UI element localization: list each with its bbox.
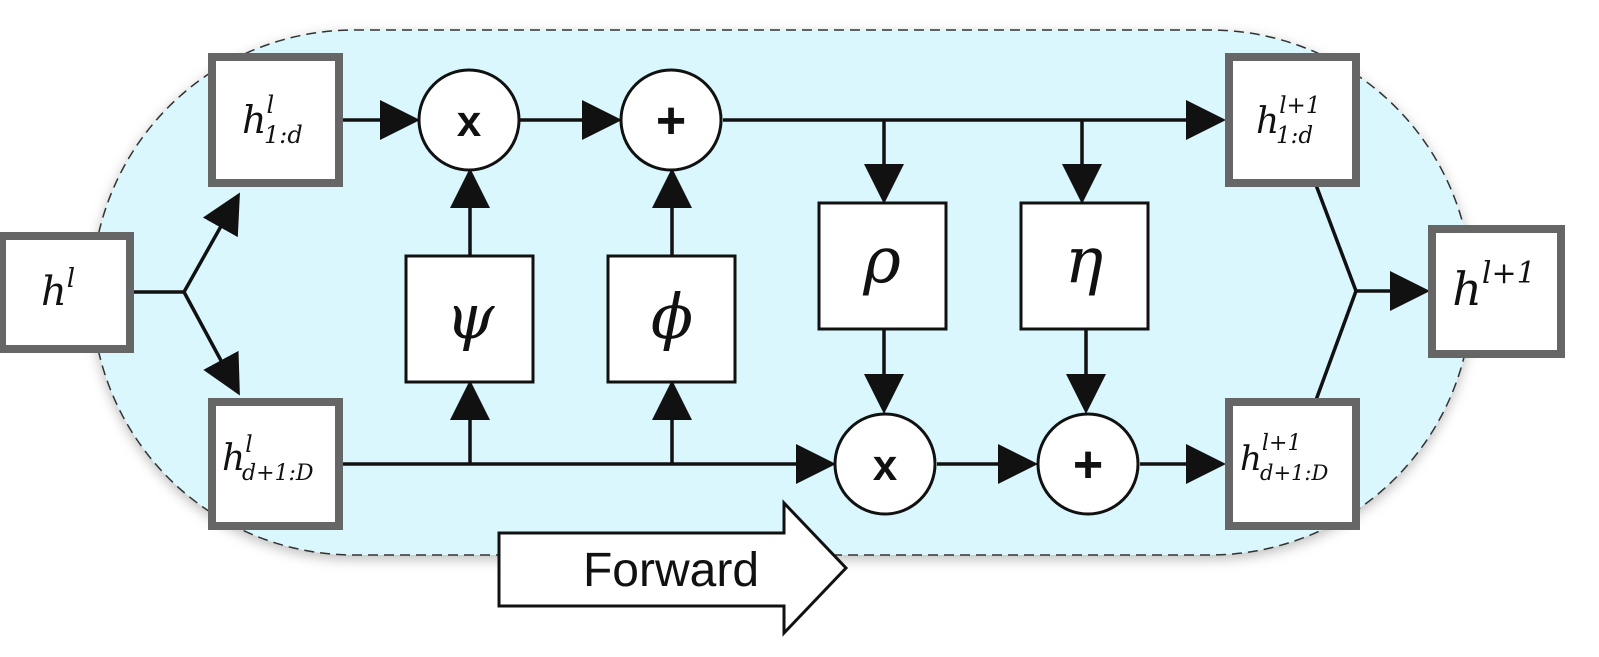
mul-top-label: x xyxy=(457,97,482,146)
wire-merge-top xyxy=(1314,184,1358,292)
arrow-split-top xyxy=(182,192,240,293)
psi-label: ψ xyxy=(446,280,496,353)
h-out-base: h xyxy=(1452,262,1482,316)
node-h-bottom: hl d+1:D xyxy=(208,398,343,530)
phi-label: ϕ xyxy=(651,280,693,353)
node-h-l: hl xyxy=(0,232,134,353)
h-out-top-sub: 1:d xyxy=(1276,123,1313,149)
h-out-top-sup: l+1 xyxy=(1279,93,1320,119)
h-out-top-base: h xyxy=(1256,101,1279,142)
h-bottom-base: h xyxy=(222,438,245,479)
svg-text:hl+1d+1:D: hl+1 d+1:D xyxy=(1240,431,1328,485)
eta-label: η xyxy=(1065,224,1103,298)
h-out-bottom-base: h xyxy=(1240,439,1262,479)
h-out-bottom-sub: d+1:D xyxy=(1260,461,1328,485)
function-rho: ρ xyxy=(817,201,948,331)
forward-label: Forward xyxy=(583,544,759,597)
add-top-label: + xyxy=(656,92,686,150)
svg-text:hl+1: hl+1 xyxy=(1452,256,1535,316)
function-psi: ψ xyxy=(404,254,535,384)
function-phi: ϕ xyxy=(606,254,737,384)
svg-text:hld+1:D: hl d+1:D xyxy=(222,432,314,486)
node-h-out: hl+1 xyxy=(1428,225,1565,358)
operator-add-bottom: + xyxy=(1036,412,1140,516)
operator-mul-top: x xyxy=(417,68,521,172)
operator-add-top: + xyxy=(619,68,723,172)
svg-text:hl: hl xyxy=(41,264,75,315)
add-bottom-label: + xyxy=(1073,436,1103,494)
svg-text:hl1:d: hl1:d xyxy=(242,91,303,149)
forward-arrow: Forward xyxy=(497,499,849,637)
h-bottom-sup: l xyxy=(245,432,252,458)
operator-mul-bottom: x xyxy=(833,412,937,516)
node-h-out-top: hl+1 1:d xyxy=(1225,53,1360,187)
connection-wires xyxy=(134,100,1430,484)
arrow-split-bottom xyxy=(182,291,240,396)
h-l-sup: l xyxy=(67,264,75,294)
mul-bottom-label: x xyxy=(873,441,898,490)
h-top-sub: 1:d xyxy=(264,121,303,149)
forward-arrow-shape xyxy=(497,499,849,637)
node-h-out-bottom: hl+1 d+1:D xyxy=(1225,398,1360,530)
h-out-sup: l+1 xyxy=(1482,256,1536,291)
h-bottom-sub: d+1:D xyxy=(242,461,314,486)
h-out-bottom-sup: l+1 xyxy=(1262,431,1301,456)
h-top-base: h xyxy=(242,98,266,142)
h-l-base: h xyxy=(41,269,67,315)
rho-label: ρ xyxy=(862,224,901,298)
function-eta: η xyxy=(1019,201,1150,331)
svg-text:hl+11:d: hl+1 1:d xyxy=(1256,93,1320,149)
h-top-sup: l xyxy=(266,91,274,119)
wire-merge-bottom xyxy=(1314,290,1358,401)
